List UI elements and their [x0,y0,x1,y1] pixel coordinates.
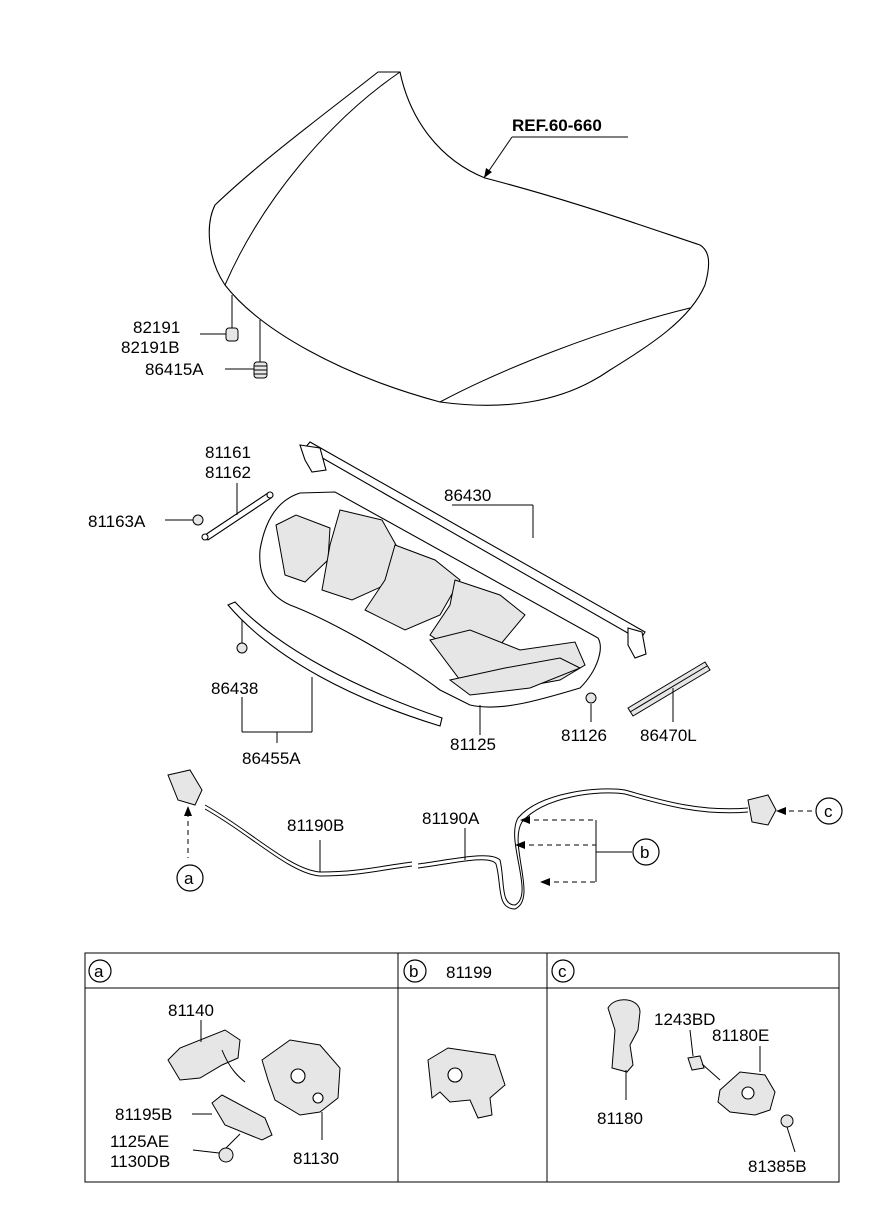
label-81125[interactable]: 81125 [450,735,496,754]
label-81180[interactable]: 81180 [597,1109,643,1128]
ref-label-group: REF.60-660 [483,116,628,179]
release-cable-81190A [417,788,777,910]
label-86438[interactable]: 86438 [211,679,258,698]
label-86470L[interactable]: 86470L [640,726,697,745]
label-81126[interactable]: 81126 [561,726,607,745]
callout-c: c [815,797,843,825]
svg-text:a[interactable]: a [184,869,194,888]
nut-81385B [780,1114,796,1153]
callout-b: b [632,838,660,866]
seal-strip-86455A [227,601,443,743]
table-header-b: b [403,959,427,983]
weatherstrip-86470L [627,661,711,722]
label-81180E[interactable]: 81180E [712,1026,769,1045]
label-86415A[interactable]: 86415A [145,360,204,379]
label-81190B[interactable]: 81190B [287,816,344,835]
label-81195B[interactable]: 81195B [115,1105,172,1124]
label-81161[interactable]: 81161 [205,443,251,462]
bolt-1125AE [192,1133,241,1163]
label-81163A[interactable]: 81163A [88,512,146,531]
label-81385B[interactable]: 81385B [748,1157,807,1176]
callout-a: a [176,864,204,892]
label-82191B[interactable]: 82191B [121,338,180,357]
label-1130DB[interactable]: 1130DB [110,1152,170,1171]
label-1125AE[interactable]: 1125AE [110,1132,169,1151]
handle-bracket-81180E [717,1046,776,1116]
latch-cover-81195B [192,1094,273,1141]
label-81162[interactable]: 81162 [205,463,251,482]
cable-guide-arrows [515,807,815,886]
table-header-c: c [551,959,575,983]
clip-81163A [165,514,204,526]
hood-inner-panel-81125 [259,491,601,735]
svg-text:c[interactable]: c [824,802,833,821]
svg-text:b[interactable]: b [409,962,418,981]
label-81130[interactable]: 81130 [293,1149,339,1168]
release-handle-81180 [607,999,641,1100]
gas-strut-81161 [201,483,274,541]
hood-stay-rod-86430 [299,441,647,659]
hood-panel [208,71,710,406]
ref-label[interactable]: REF.60-660 [512,116,602,135]
label-86455A[interactable]: 86455A [242,749,301,768]
svg-text:c[interactable]: c [558,962,567,981]
hood-latch-bracket-81140 [167,1020,246,1083]
clip-81126 [585,692,597,722]
label-81190A[interactable]: 81190A [422,809,480,828]
cable-clip-81199 [427,1047,506,1119]
label-81140[interactable]: 81140 [168,1001,214,1020]
detail-table: a b 81199 c [84,952,840,1183]
bumper-86415A [225,361,268,379]
bumper-82191 [200,327,239,342]
release-cable-81190B [167,769,413,877]
svg-text:a[interactable]: a [94,962,104,981]
bolt-1243BD [687,1029,721,1081]
label-86430[interactable]: 86430 [444,486,491,505]
svg-text:b[interactable]: b [640,843,649,862]
table-header-81199[interactable]: 81199 [446,963,492,982]
label-1243BD[interactable]: 1243BD [654,1010,715,1029]
hood-latch-81130 [261,1039,341,1140]
table-header-a: a [88,959,112,983]
label-82191[interactable]: 82191 [133,318,180,337]
